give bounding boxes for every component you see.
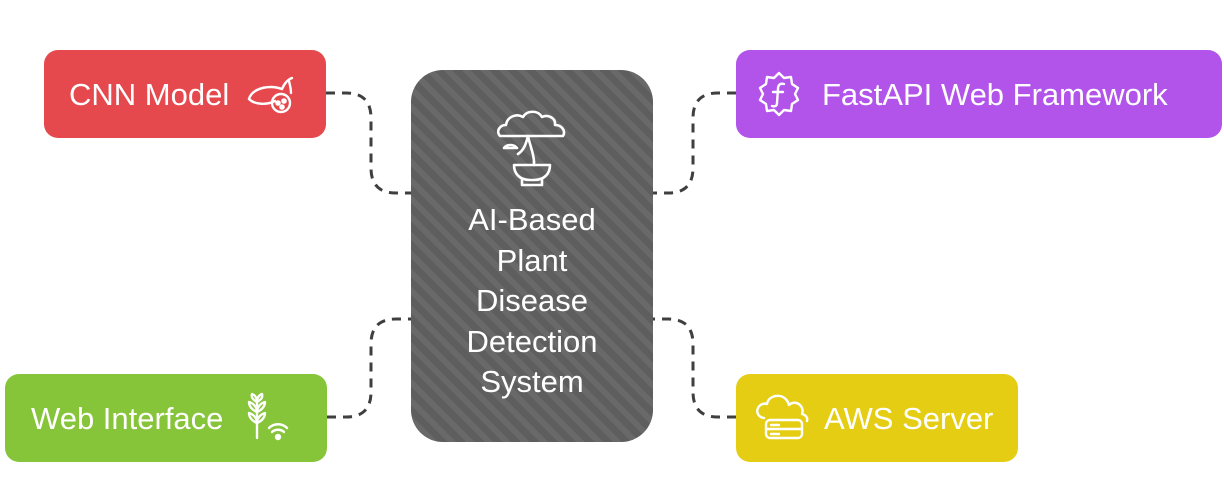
center-node: AI-Based Plant Disease Detection System (411, 70, 653, 442)
node-aws-server-label: AWS Server (824, 400, 994, 436)
center-title-line-1: AI-Based (468, 202, 596, 237)
node-aws-server: AWS Server (736, 374, 1018, 462)
connector-aws (653, 317, 736, 419)
node-fastapi: FastAPI Web Framework (736, 50, 1222, 138)
node-cnn-model-label: CNN Model (69, 76, 230, 112)
node-cnn-model: CNN Model (44, 50, 326, 138)
fastapi-logo-icon (754, 69, 804, 119)
connector-fastapi (653, 91, 736, 195)
pepper-icon (245, 69, 297, 119)
node-fastapi-label: FastAPI Web Framework (822, 76, 1168, 112)
wheat-wifi-icon (239, 392, 291, 444)
connector-cnn (326, 91, 411, 195)
center-title-line-5: System (480, 364, 584, 399)
center-title-line-3: Disease (476, 283, 588, 318)
center-title-line-2: Plant (496, 242, 568, 278)
node-web-interface-label: Web Interface (31, 400, 224, 436)
bonsai-tree-icon (411, 108, 653, 192)
center-node-title: AI-Based Plant Disease Detection System (421, 200, 643, 403)
center-title-line-4: Detection (466, 323, 598, 359)
connector-web (327, 317, 411, 419)
cloud-server-icon (754, 392, 812, 444)
node-web-interface: Web Interface (5, 374, 327, 462)
